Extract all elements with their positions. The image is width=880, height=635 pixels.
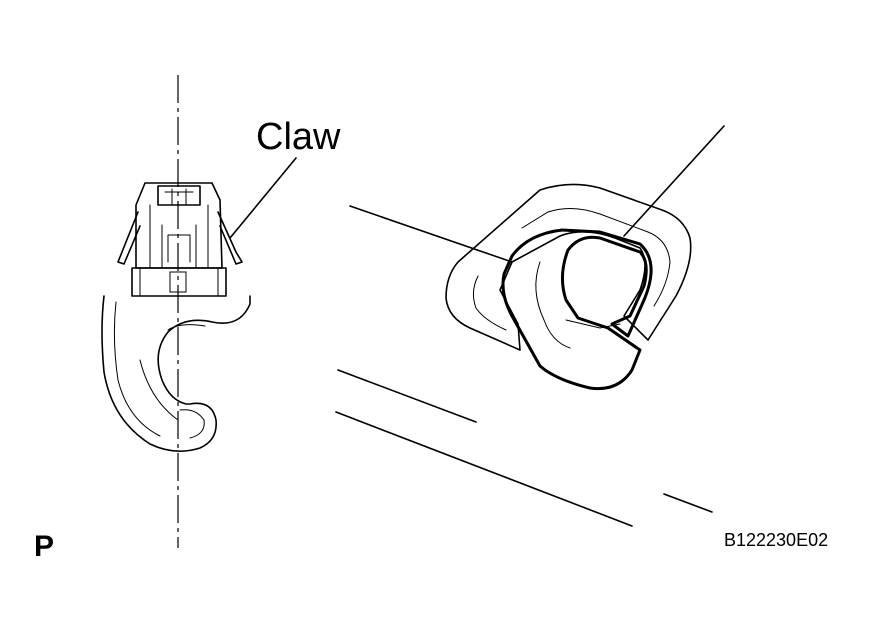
view-letter: P (34, 530, 55, 563)
figure-code: B122230E02 (724, 530, 829, 550)
clip-top-cap (157, 185, 201, 206)
clip-base-detail (139, 267, 219, 297)
grip-inner-contour (113, 301, 206, 437)
clip-inner-slot (161, 224, 197, 269)
grip-leader-line (623, 125, 725, 237)
clip-side-view (101, 75, 297, 548)
panel-edge-line-2 (337, 369, 477, 423)
panel-edge-line-1 (349, 205, 513, 263)
claw-leader-line (229, 157, 297, 239)
left-claw (117, 211, 141, 265)
panel-edge-line-3 (335, 411, 633, 527)
claw-callout-label: Claw (256, 116, 341, 158)
mounting-recess-outer (445, 183, 692, 351)
grip-end-detail (179, 409, 205, 439)
panel-edge-line-4 (663, 493, 713, 513)
clip-base-band (131, 267, 227, 297)
grip-body (101, 295, 251, 452)
clip-head-detail (149, 188, 209, 269)
grip-handle (501, 228, 653, 391)
mounting-recess-inner (472, 208, 671, 331)
grip-opening (535, 261, 621, 349)
clip-head (135, 182, 223, 269)
grip-installed-view (335, 125, 725, 527)
